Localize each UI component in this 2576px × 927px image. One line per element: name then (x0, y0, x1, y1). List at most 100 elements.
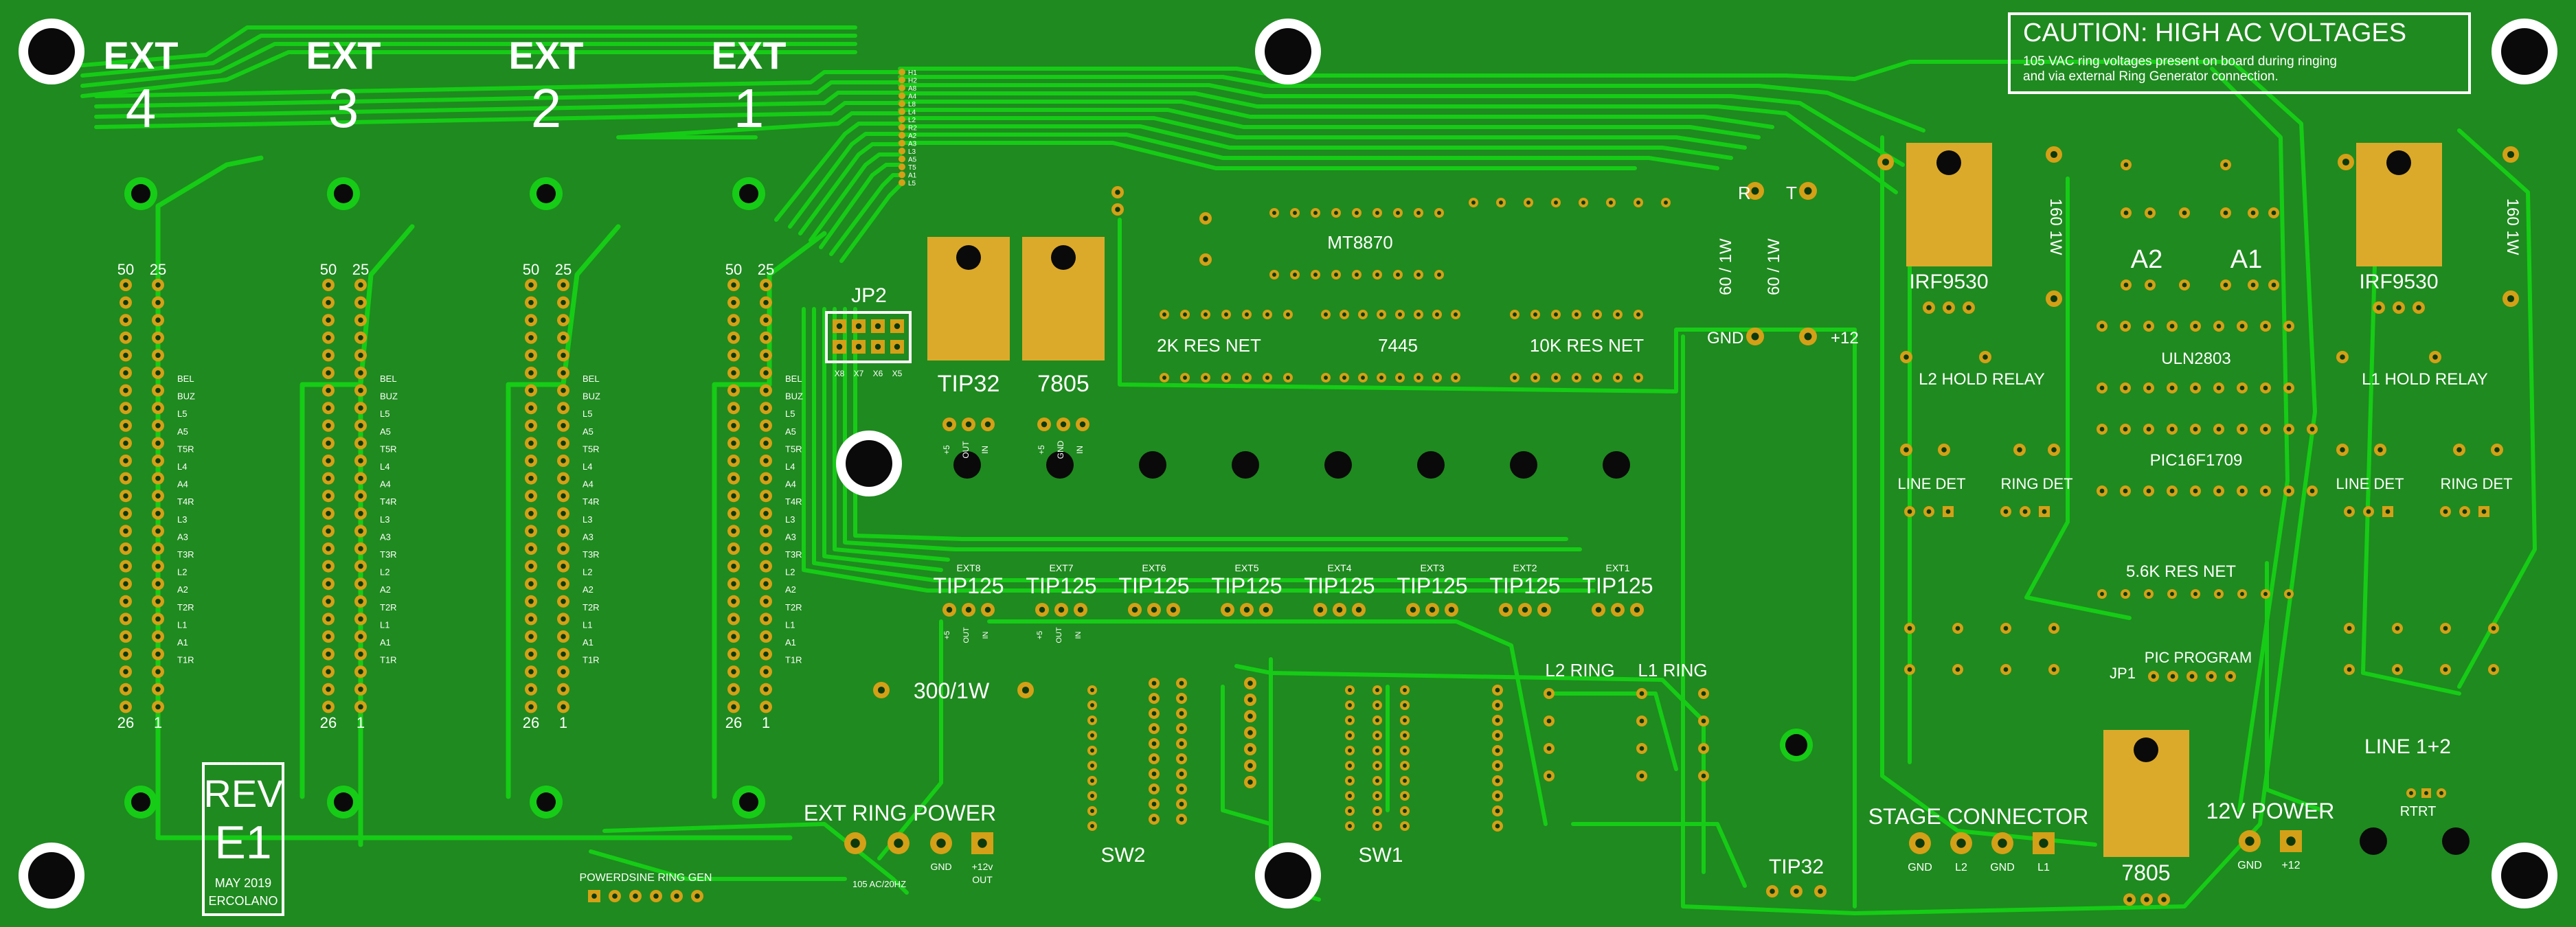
mount-hole-icon (836, 431, 902, 496)
pad-icon (1076, 417, 1089, 431)
pad-icon (1372, 731, 1382, 740)
tip125-label: TIP125 (1304, 573, 1375, 598)
pad-icon (1377, 310, 1386, 319)
pad-icon (727, 700, 740, 713)
connector-pin-label: L5 (785, 409, 795, 419)
power12-title: 12V POWER (2206, 799, 2335, 823)
pad-icon (1434, 208, 1444, 218)
connector-pin-label: A5 (583, 426, 594, 437)
tip125-ext-label: EXT3 (1420, 562, 1444, 573)
tip125-ext-label: EXT8 (956, 562, 980, 573)
pad-icon (354, 367, 367, 379)
pad-icon (152, 349, 164, 362)
connector-pin-label: L4 (177, 461, 187, 472)
ext-label: EXT (104, 34, 179, 77)
pad-icon (354, 419, 367, 432)
pad-icon (1087, 761, 1097, 770)
caution-box: CAUTION: HIGH AC VOLTAGES 105 VAC ring v… (2008, 12, 2471, 94)
pad-icon (1492, 730, 1503, 741)
res-300-label: 300/1W (914, 678, 990, 703)
pad-icon (1613, 373, 1623, 382)
caution-title: CAUTION: HIGH AC VOLTAGES (2023, 19, 2406, 47)
mount-hole-icon (1255, 19, 1321, 84)
pad-icon (2039, 506, 2050, 517)
pad-icon (1372, 716, 1382, 725)
tip125-label: TIP125 (1026, 573, 1096, 598)
pad-icon (2268, 207, 2279, 218)
pad-icon (1345, 806, 1355, 816)
pad-icon (1661, 198, 1671, 207)
pad-icon (1900, 351, 1912, 363)
bus-signal-label: T5 (908, 164, 916, 172)
rev-author: ERCOLANO (208, 894, 278, 908)
pad-icon (322, 437, 335, 450)
pad-icon (1176, 768, 1187, 779)
pad-icon (760, 296, 772, 309)
pad-icon (2179, 207, 2190, 218)
pad-icon (2143, 321, 2154, 332)
pad-icon (2220, 279, 2231, 290)
pad-icon (2097, 321, 2108, 332)
connector-pin-label: T1R (785, 655, 802, 665)
big-via-icon (1780, 729, 1813, 762)
pad-icon (2120, 424, 2131, 435)
pad-icon (152, 542, 164, 555)
pad-icon (152, 472, 164, 485)
pad-icon (322, 296, 335, 309)
pad-icon (322, 648, 335, 661)
pad-icon (557, 613, 569, 626)
pad-icon (2440, 664, 2451, 675)
connector-pin-label: L3 (177, 514, 187, 525)
a2-label: A2 (2131, 245, 2162, 274)
pad-icon (1414, 208, 1423, 218)
pad-icon (2206, 671, 2217, 682)
pin-number-label: 1 (154, 714, 162, 731)
pad-icon (727, 630, 740, 643)
traces (80, 25, 2537, 915)
pad-icon (1311, 208, 1320, 218)
pad-icon (525, 402, 537, 415)
mount-hole-icon (1255, 843, 1321, 908)
pad-icon (525, 419, 537, 432)
pad-icon (2213, 321, 2224, 332)
pad-icon (888, 832, 909, 854)
pad-icon (2048, 664, 2059, 675)
pad-icon (322, 665, 335, 678)
pad-icon (1345, 821, 1355, 831)
pad-icon (2190, 321, 2201, 332)
pad-icon (1160, 310, 1169, 319)
pad-icon (2344, 623, 2355, 634)
ic7445-label: 7445 (1378, 335, 1418, 356)
pad-icon (1263, 373, 1272, 382)
pad-icon (1530, 373, 1540, 382)
pad-icon (1551, 198, 1561, 207)
tip125-label: TIP125 (1397, 573, 1467, 598)
revision-block: REV E1 MAY 2019 ERCOLANO (202, 762, 284, 916)
pad-icon (1900, 444, 1912, 456)
pad-icon (727, 665, 740, 678)
pad-icon (152, 577, 164, 591)
pad-icon (1400, 761, 1410, 770)
pad-icon (1963, 301, 1975, 314)
pad-icon (322, 630, 335, 643)
pad-icon (1149, 768, 1160, 779)
connector-pin-label: L5 (380, 409, 389, 419)
bus-signal-label: R2 (908, 125, 917, 133)
pad-icon (1372, 685, 1382, 695)
pad-icon (322, 472, 335, 485)
connector-pin-label: BEL (177, 374, 194, 384)
pad-icon (2307, 424, 2318, 435)
pad-icon (2144, 589, 2154, 599)
connector-pin-label: A4 (177, 479, 188, 490)
pad-icon (1544, 716, 1555, 726)
pad-icon (2429, 351, 2441, 363)
pad-icon (760, 683, 772, 696)
pad-icon (2478, 506, 2489, 517)
tip125-ext-label: EXT6 (1142, 562, 1166, 573)
pad-icon (2225, 671, 2236, 682)
pad-icon (2502, 146, 2519, 163)
pad-icon (557, 577, 569, 591)
pad-icon (1331, 208, 1341, 218)
ext-ring-title: EXT RING POWER (804, 801, 996, 825)
